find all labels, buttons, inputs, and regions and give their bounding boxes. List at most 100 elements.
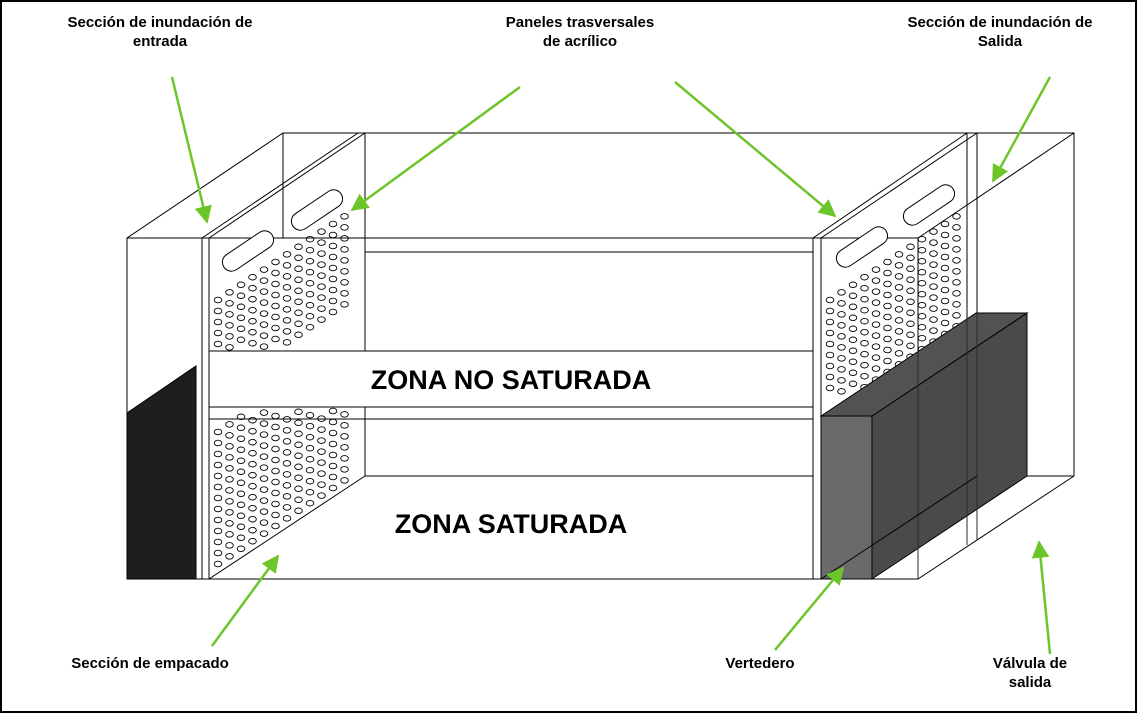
arrow-panel-left — [350, 85, 521, 212]
arrow-packing-section — [210, 554, 280, 647]
perforation-hole — [328, 418, 338, 426]
perforation-hole — [929, 294, 938, 301]
perforation-hole — [213, 516, 223, 524]
perforation-hole — [213, 428, 223, 436]
perforation-hole — [259, 453, 269, 460]
perforation-hole — [340, 224, 349, 231]
perforation-hole — [271, 412, 280, 420]
perforation-hole — [282, 328, 292, 335]
perforation-hole — [213, 307, 223, 315]
weir-label: Vertedero — [725, 655, 795, 672]
perforation-hole — [317, 250, 326, 257]
perforation-hole — [328, 462, 338, 470]
perforation-hole — [317, 283, 326, 290]
perforation-hole — [236, 545, 246, 553]
perforation-hole — [305, 279, 315, 287]
perforation-hole — [271, 511, 280, 519]
unsaturated-zone-band — [208, 350, 814, 408]
perforation-hole — [294, 287, 303, 295]
perforation-hole — [929, 261, 938, 268]
perforation-hole — [294, 243, 303, 251]
perforation-hole — [271, 434, 280, 442]
perforation-hole — [305, 235, 315, 243]
perforation-hole — [248, 273, 257, 281]
perforation-hole — [294, 309, 303, 317]
left-panel-holes-lower — [213, 407, 349, 568]
arrow-inlet-flood — [170, 76, 212, 224]
perforation-hole — [929, 283, 938, 290]
perforation-hole — [305, 301, 315, 309]
perforation-hole — [340, 213, 349, 220]
perforation-hole — [213, 450, 223, 458]
perforation-hole — [213, 340, 223, 348]
perforation-hole — [213, 494, 223, 502]
perforation-hole — [236, 457, 246, 465]
perforation-hole — [225, 531, 234, 538]
perforation-hole — [929, 327, 938, 334]
perforation-hole — [294, 452, 303, 460]
perforation-hole — [860, 306, 869, 314]
perforation-hole — [328, 231, 338, 239]
perforation-hole — [952, 224, 961, 231]
perforation-hole — [248, 493, 257, 501]
perforation-hole — [294, 474, 303, 482]
perforation-hole — [282, 482, 292, 489]
perforation-hole — [894, 317, 904, 324]
perforation-hole — [236, 435, 246, 443]
perforation-hole — [952, 257, 961, 264]
perforation-hole — [305, 312, 315, 320]
perforation-hole — [340, 455, 349, 462]
perforation-hole — [236, 479, 246, 487]
perforation-hole — [248, 317, 257, 325]
perforation-hole — [894, 262, 904, 269]
outlet-flood-section-label: Sección de inundación de Salida — [907, 14, 1093, 50]
perforation-hole — [259, 409, 269, 416]
perforation-hole — [225, 542, 234, 549]
perforation-hole — [248, 328, 257, 336]
perforation-hole — [848, 347, 858, 355]
perforation-hole — [848, 358, 858, 366]
perforation-hole — [917, 257, 927, 265]
unsaturated-zone-label: ZONA NO SATURADA — [370, 365, 652, 395]
perforation-hole — [248, 482, 257, 490]
perforation-hole — [305, 290, 315, 298]
perforation-hole — [225, 498, 234, 505]
perforation-hole — [906, 265, 915, 273]
perforation-hole — [328, 286, 338, 294]
perforation-hole — [259, 321, 269, 328]
perforation-hole — [305, 433, 315, 441]
perforation-hole — [952, 246, 961, 253]
perforation-hole — [906, 342, 915, 350]
perforation-hole — [328, 473, 338, 481]
perforation-hole — [883, 324, 892, 332]
perforation-hole — [225, 553, 234, 560]
perforation-hole — [929, 250, 938, 257]
perforation-hole — [940, 297, 950, 305]
perforation-hole — [340, 301, 349, 308]
perforation-hole — [340, 411, 349, 418]
perforation-hole — [848, 325, 858, 333]
perforation-hole — [825, 318, 835, 326]
perforation-hole — [952, 301, 961, 308]
perforation-hole — [225, 454, 234, 461]
perforation-hole — [837, 289, 846, 296]
perforation-hole — [894, 295, 904, 302]
perforation-hole — [837, 322, 846, 329]
perforation-hole — [213, 329, 223, 337]
perforation-hole — [917, 323, 927, 331]
perforation-hole — [894, 284, 904, 291]
perforation-hole — [282, 449, 292, 456]
perforation-hole — [294, 265, 303, 273]
perforation-hole — [871, 277, 881, 284]
perforation-hole — [248, 306, 257, 314]
perforation-hole — [328, 407, 338, 415]
perforation-hole — [259, 277, 269, 284]
perforation-hole — [917, 334, 927, 342]
perforation-hole — [213, 483, 223, 491]
perforation-hole — [236, 281, 246, 289]
perforation-hole — [906, 320, 915, 328]
perforation-hole — [906, 254, 915, 262]
perforation-hole — [259, 508, 269, 515]
perforation-hole — [294, 254, 303, 262]
perforation-hole — [305, 488, 315, 496]
